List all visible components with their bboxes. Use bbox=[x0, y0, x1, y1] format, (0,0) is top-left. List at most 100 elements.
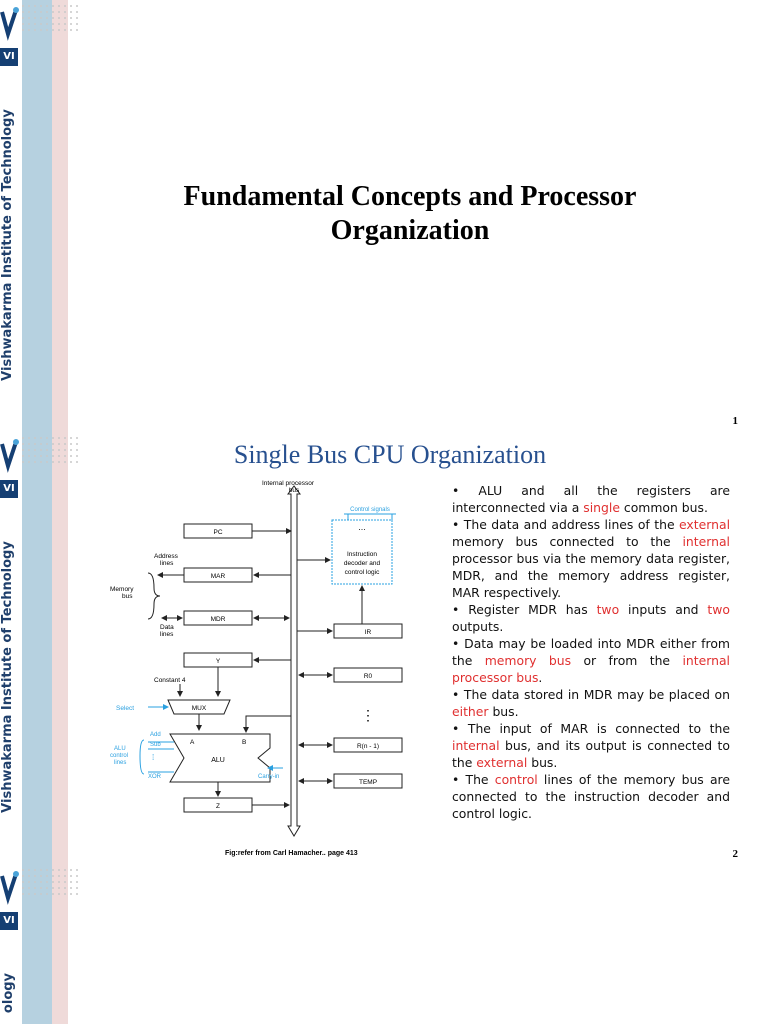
institute-logo-icon bbox=[0, 7, 19, 41]
bullet-text: The data stored in MDR may be placed on bbox=[463, 687, 730, 702]
bus-label-2: bus bbox=[289, 487, 300, 494]
bullet-text: bus, and its output is connected to the bbox=[452, 738, 730, 770]
alu-control-label-3: lines bbox=[114, 760, 126, 766]
bullet-text: Register MDR has bbox=[468, 602, 597, 617]
mux bbox=[167, 699, 231, 715]
bullet-dot-icon: • bbox=[452, 602, 469, 617]
sidebar-white-strip bbox=[0, 432, 22, 864]
sidebar-white-strip bbox=[0, 0, 22, 432]
institute-logo-icon bbox=[0, 871, 19, 905]
address-lines-label-2: lines bbox=[160, 560, 174, 567]
bullet-text: memory bus connected to the bbox=[452, 534, 683, 549]
bullet-text: inputs and bbox=[619, 602, 708, 617]
bullet-item: • The input of MAR is connected to the i… bbox=[452, 720, 730, 771]
bullet-text: The data and address lines of the bbox=[463, 517, 680, 532]
bullet-text: outputs. bbox=[452, 619, 504, 634]
highlighted-text: external bbox=[476, 755, 528, 770]
carry-in-label: Carry-in bbox=[258, 774, 279, 780]
data-lines-label-2: lines bbox=[160, 631, 174, 638]
bullet-text: Data may be loaded into MDR either from … bbox=[452, 636, 730, 668]
bullet-dot-icon: • bbox=[452, 772, 466, 787]
sub-label: Sub bbox=[150, 742, 161, 748]
alu-input-b: B bbox=[242, 739, 246, 746]
r0-register bbox=[333, 667, 403, 683]
y-label: Y bbox=[216, 658, 221, 665]
more-controls-icon: ⁞ bbox=[152, 753, 154, 762]
bullet-text: lines of the memory bus are connected to… bbox=[452, 772, 730, 821]
bullet-text: or from the bbox=[571, 653, 683, 668]
bullet-item: • The data stored in MDR may be placed o… bbox=[452, 686, 730, 720]
ir-label: IR bbox=[365, 629, 372, 636]
highlighted-text: two bbox=[707, 602, 730, 617]
bullet-item: • ALU and all the registers are intercon… bbox=[452, 482, 730, 516]
highlighted-text: internal bbox=[452, 738, 500, 753]
bullet-item: • Data may be loaded into MDR either fro… bbox=[452, 635, 730, 686]
bullet-text: . bbox=[538, 670, 543, 685]
control-logic-box bbox=[331, 519, 393, 585]
memory-bus-label-2: bus bbox=[122, 593, 133, 600]
figure-caption: Fig:refer from Carl Hamacher.. page 413 bbox=[225, 850, 358, 857]
bullet-item: • The data and address lines of the exte… bbox=[452, 516, 730, 601]
sidebar-pink-stripe bbox=[52, 0, 68, 432]
bullet-dot-icon: • bbox=[452, 636, 465, 651]
alu-control-label-2: control bbox=[110, 753, 128, 759]
sidebar-blue-stripe bbox=[22, 432, 52, 864]
sidebar-white-strip bbox=[0, 864, 22, 1024]
temp-register bbox=[333, 773, 403, 789]
ir-register bbox=[333, 623, 403, 639]
bullet-text: The input of MAR is connected to the bbox=[467, 721, 730, 736]
highlighted-text: memory bus bbox=[484, 653, 572, 668]
vi-badge: VI bbox=[0, 912, 18, 930]
signals-ellipsis-icon: ... bbox=[358, 522, 366, 532]
bullet-dot-icon: • bbox=[452, 687, 464, 702]
z-label: Z bbox=[216, 803, 220, 810]
xor-label: XOR bbox=[148, 774, 162, 780]
bullet-dot-icon: • bbox=[452, 517, 464, 532]
highlighted-text: two bbox=[596, 602, 620, 617]
mdr-register bbox=[183, 610, 253, 626]
decoder-label-2: decoder and bbox=[344, 560, 381, 567]
select-label: Select bbox=[116, 705, 134, 712]
vi-badge: VI bbox=[0, 48, 18, 66]
internal-processor-bus bbox=[287, 485, 301, 837]
pc-label: PC bbox=[213, 529, 222, 536]
decoder-label: Instruction bbox=[347, 551, 377, 558]
institute-name: Vishwakarma Institute of Technology bbox=[0, 541, 15, 813]
bullet-text: ALU and all the registers are interconne… bbox=[452, 483, 730, 515]
bullet-text: bus. bbox=[527, 755, 558, 770]
highlighted-text: internal processor bus bbox=[452, 653, 730, 685]
data-lines-label: Data bbox=[160, 624, 174, 631]
memory-bus-label: Memory bbox=[110, 586, 134, 593]
highlighted-text: either bbox=[452, 704, 489, 719]
vi-badge: VI bbox=[0, 480, 18, 498]
institute-name: Vishwakarma Institute of Technology bbox=[0, 109, 15, 381]
highlighted-text: control bbox=[494, 772, 538, 787]
mar-label: MAR bbox=[211, 573, 226, 580]
slide-3: VI ology bbox=[0, 864, 768, 1024]
bullet-text: The bbox=[465, 772, 495, 787]
bullet-dot-icon: • bbox=[452, 483, 479, 498]
decorative-dots-icon bbox=[22, 437, 78, 463]
sidebar-pink-stripe bbox=[52, 864, 68, 1024]
add-label: Add bbox=[150, 732, 161, 738]
highlighted-text: single bbox=[583, 500, 620, 515]
bullet-text: bus. bbox=[488, 704, 519, 719]
decorative-dots-icon bbox=[22, 5, 78, 31]
sidebar-pink-stripe bbox=[52, 432, 68, 864]
sidebar-blue-stripe bbox=[22, 0, 52, 432]
mdr-label: MDR bbox=[211, 616, 226, 623]
decorative-dots-icon bbox=[22, 869, 78, 895]
highlighted-text: external bbox=[679, 517, 731, 532]
alu-label: ALU bbox=[211, 757, 225, 764]
slide-1: VI Vishwakarma Institute of Technology F… bbox=[0, 0, 768, 432]
mux-label: MUX bbox=[192, 705, 207, 712]
slide-1-title: Fundamental Concepts and Processor Organ… bbox=[183, 181, 637, 246]
slide-2-page-number: 2 bbox=[732, 848, 739, 860]
institute-logo-icon bbox=[0, 439, 19, 473]
bullet-list: • ALU and all the registers are intercon… bbox=[452, 482, 730, 822]
rn-register bbox=[333, 737, 403, 753]
slide-1-page-number: 1 bbox=[732, 415, 739, 427]
bus-label: Internal processor bbox=[262, 480, 315, 487]
slide-2: VI Vishwakarma Institute of Technology S… bbox=[0, 432, 768, 864]
address-lines-label: Address bbox=[154, 553, 179, 560]
